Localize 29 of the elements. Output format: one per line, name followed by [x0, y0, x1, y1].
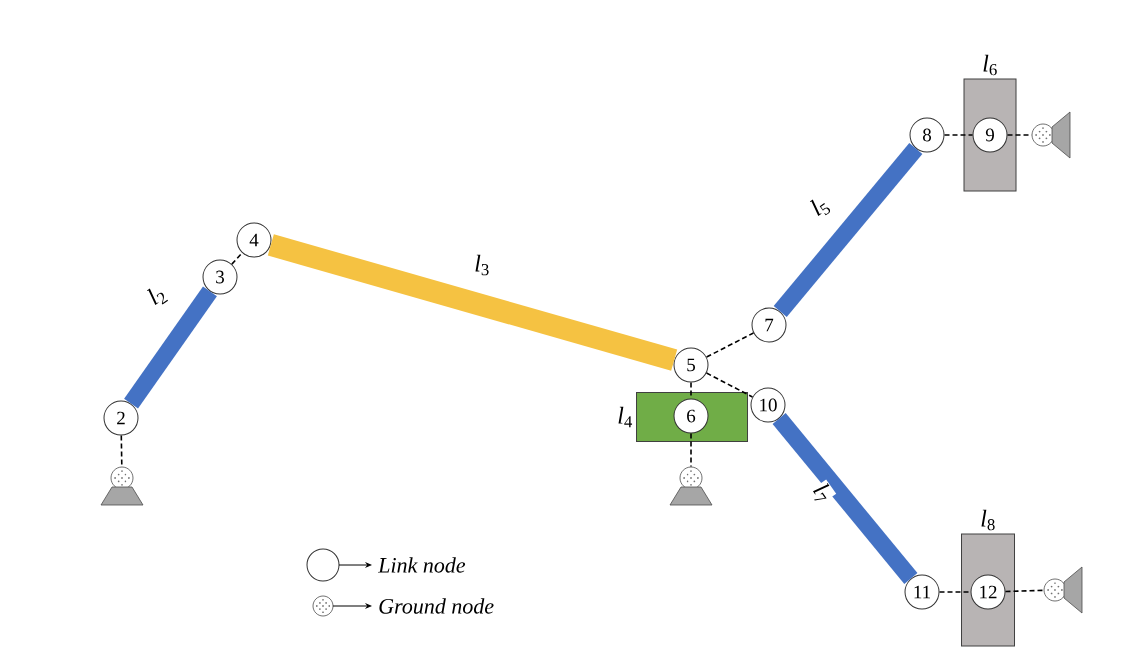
- node-label: l$_{8}$: [981, 509, 995, 531]
- dashed-line: [231, 252, 243, 265]
- link-label: l$_{7}$: [807, 479, 837, 507]
- link-label: l$_{3}$: [473, 253, 491, 277]
- dashed-line: [1004, 589, 1045, 593]
- link-node: 3: [202, 259, 238, 295]
- dashed-line: [690, 432, 692, 468]
- link-node: 8: [909, 117, 945, 153]
- link-bar: [773, 143, 923, 317]
- legend-text: Link node: [377, 557, 466, 573]
- link-node: 5: [673, 347, 709, 383]
- link-bar: [124, 286, 217, 409]
- link-node: 6: [673, 398, 709, 434]
- link-node: 10: [750, 387, 786, 423]
- node-label: l$_{4}$: [618, 406, 633, 428]
- node-label: l$_{6}$: [983, 54, 997, 76]
- link-node: 7: [751, 307, 787, 343]
- link-node: 4: [236, 222, 272, 258]
- link-node: 12: [970, 574, 1006, 610]
- link-node: 2: [103, 400, 139, 436]
- dashed-line: [705, 372, 754, 398]
- link-label: l$_{2}$: [143, 281, 171, 311]
- dashed-line: [943, 134, 974, 136]
- link-node: 11: [904, 574, 940, 610]
- dashed-line: [705, 332, 755, 358]
- link-node: 9: [972, 117, 1008, 153]
- link-label: l$_{5}$: [806, 192, 834, 222]
- legend-text: Ground node: [379, 598, 494, 614]
- dashed-line: [938, 591, 972, 593]
